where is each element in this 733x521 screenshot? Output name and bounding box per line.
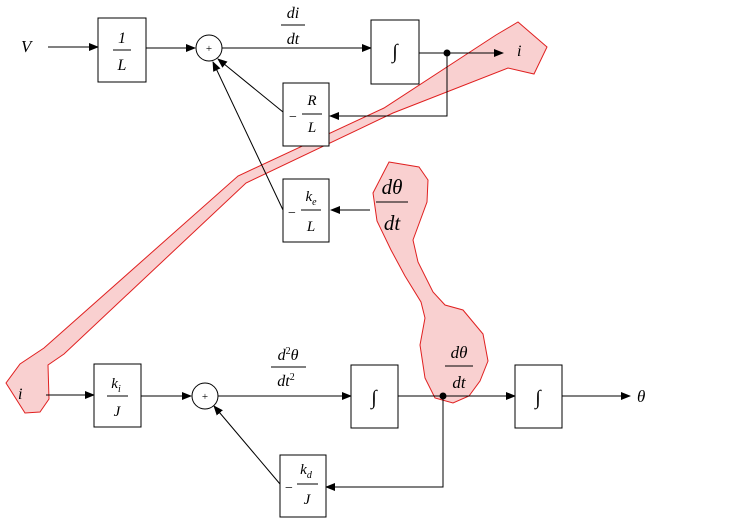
input-voltage-label: V [21, 37, 34, 56]
integral-symbol: ∫ [390, 41, 399, 64]
current-input-tag: i [18, 386, 22, 403]
angle-output-label: θ [637, 387, 645, 406]
di-dt-denominator: dt [287, 31, 300, 48]
second-integral-symbol: ∫ [533, 387, 542, 410]
back-emf-to-sum-wire [212, 61, 284, 211]
back-emf-numerator-main: k [305, 189, 312, 205]
first-integral-symbol: ∫ [369, 387, 378, 410]
acceleration-numerator-d: d [278, 347, 287, 364]
back-emf-numerator-subscript: e [312, 197, 317, 208]
damping-numerator-main: k [300, 462, 307, 478]
speed-tag-denominator: dt [384, 211, 402, 235]
mechanical-sum-sign: + [202, 391, 208, 403]
speed-tag-numerator: dθ [382, 175, 403, 199]
back-emf-denominator: L [306, 219, 315, 235]
resistance-sign: − [289, 110, 297, 125]
resistance-denominator: L [307, 120, 316, 136]
di-dt-numerator: di [287, 5, 299, 22]
torque-numerator-main: k [111, 376, 118, 392]
inverse-inductance-numerator: 1 [118, 30, 126, 47]
first-integrator-block [350, 364, 399, 429]
resistance-to-sum-wire [217, 58, 284, 113]
speed-link-highlight [372, 161, 489, 404]
damping-sign: − [285, 481, 293, 496]
electrical-sum-sign: + [206, 43, 212, 55]
acceleration-denominator-dt: dt [277, 373, 290, 390]
torque-numerator-subscript: i [118, 384, 121, 395]
speed-output-numerator: dθ [451, 343, 468, 362]
torque-numerator: ki [111, 376, 121, 395]
resistance-feedback-wire [329, 53, 448, 120]
back-emf-numerator: ke [305, 189, 317, 208]
damping-block [279, 454, 327, 518]
acceleration-denominator-sup: 2 [290, 372, 295, 383]
torque-denominator: J [114, 404, 122, 420]
acceleration-numerator: d2θ [278, 346, 299, 364]
current-link-highlight [5, 21, 548, 414]
current-integrator-block [370, 19, 420, 85]
inverse-inductance-denominator: L [117, 57, 127, 74]
acceleration-numerator-sup: 2 [286, 346, 291, 357]
acceleration-denominator: dt2 [277, 372, 294, 390]
damping-to-sum-wire [213, 405, 281, 485]
second-integrator-block [514, 364, 563, 429]
damping-numerator: kd [300, 462, 313, 481]
back-emf-sign: − [288, 206, 296, 221]
current-output-tag: i [517, 43, 521, 60]
speed-output-denominator: dt [452, 373, 467, 392]
damping-numerator-subscript: d [307, 470, 313, 481]
resistance-numerator: R [306, 93, 316, 109]
damping-feedback-wire [325, 396, 444, 491]
damping-denominator: J [304, 492, 312, 508]
acceleration-numerator-theta: θ [291, 347, 299, 364]
